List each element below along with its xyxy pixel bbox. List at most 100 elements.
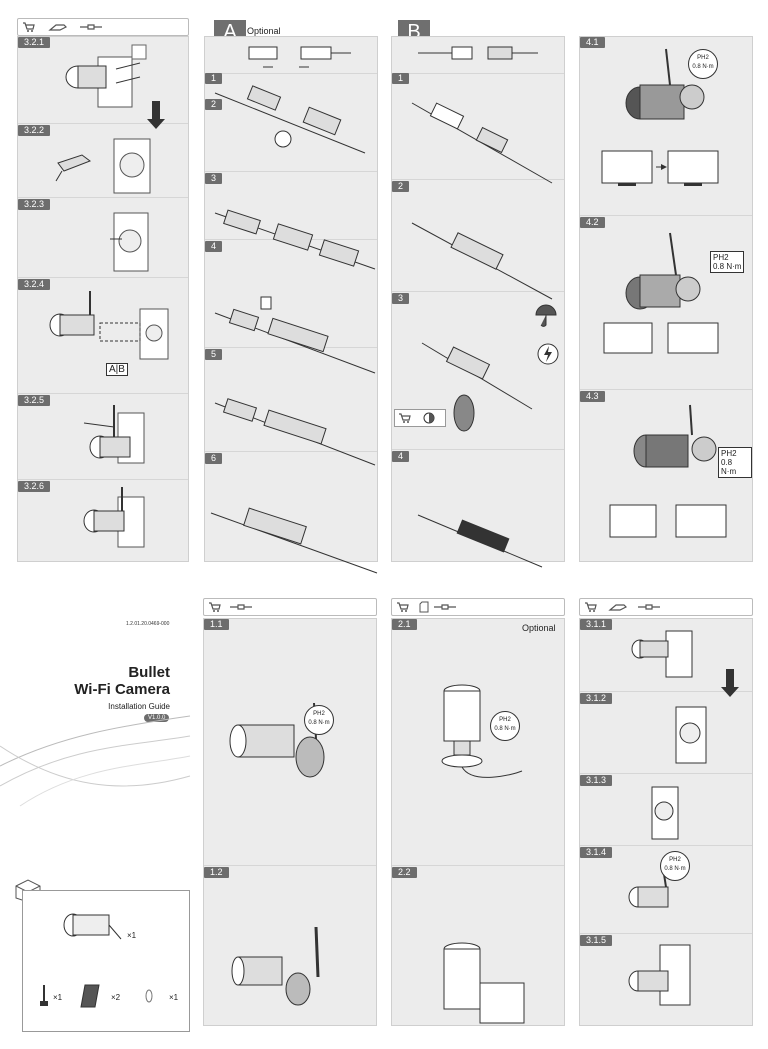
camera-sd-illustration xyxy=(441,684,523,778)
wall-mount-illustration xyxy=(628,630,707,1006)
camera-adjust-illustration-3 xyxy=(609,404,727,538)
step-label: 1.1 xyxy=(204,619,229,630)
step-label: 3.2.5 xyxy=(18,395,51,406)
document-number: 1.2.01.20.0469-000 xyxy=(126,621,170,627)
guide-subtitle: Installation Guide xyxy=(108,702,170,711)
antenna-icon xyxy=(40,985,48,1006)
step-label: 3.2.4 xyxy=(18,279,51,290)
antenna-quantity: ×1 xyxy=(53,993,63,1002)
package-contents-box: ×1 ×1 ×2 ×1 xyxy=(22,890,190,1032)
camera-adjust-illustration-2 xyxy=(603,232,719,354)
screwdriver-icon xyxy=(638,604,660,610)
screwdriver-icon xyxy=(80,24,102,30)
sealant-icon xyxy=(423,412,435,424)
camera-sd-illustration-2 xyxy=(443,942,525,1024)
tools-header-bar-1 xyxy=(203,598,377,616)
camera-wall-illustration-1 xyxy=(83,405,145,464)
version-badge: V1.0.0 xyxy=(144,714,170,722)
drill-icon xyxy=(608,604,628,611)
step-label: 3.2.6 xyxy=(18,481,51,492)
step-label: 4.2 xyxy=(580,217,605,228)
steps-3-2-panel: 3.2.1 3.2.2 3.2.3 3.2.4 3.2.5 3.2.6 A|B xyxy=(17,36,189,562)
screwdriver-icon xyxy=(434,604,456,610)
sd-card-icon xyxy=(419,601,429,613)
step-label: 6 xyxy=(205,453,223,464)
optional-label: Optional xyxy=(522,623,556,633)
step-label: 3.1.3 xyxy=(580,775,613,786)
step-label: 1.2 xyxy=(204,867,229,878)
step-label: 1 xyxy=(205,73,223,84)
camera-antenna-illustration xyxy=(231,926,320,1006)
step-label: 3.1.5 xyxy=(580,935,613,946)
screw-quantity: ×1 xyxy=(169,993,179,1002)
screwdriver-icon xyxy=(230,604,252,610)
cable-assembly-illustration-a xyxy=(210,85,378,574)
step-label: 3 xyxy=(392,293,410,304)
camera-adjust-illustration-1 xyxy=(601,48,719,186)
step-label: 3 xyxy=(205,173,223,184)
arrow-down-icon xyxy=(721,669,739,697)
monitor-before-icon xyxy=(601,150,653,186)
sticker-icon xyxy=(80,984,100,1008)
step-label: 3.2.2 xyxy=(18,125,51,136)
drill-icon xyxy=(48,24,68,31)
section-b-panel: 1 2 3 4 xyxy=(391,36,565,568)
cart-icon xyxy=(397,602,409,612)
camera-icon xyxy=(63,913,122,940)
drill-wall-illustration xyxy=(55,138,151,194)
cart-icon xyxy=(209,602,221,612)
step-label: 3.1.2 xyxy=(580,693,613,704)
step-label: 2.1 xyxy=(392,619,417,630)
step-label: 4.1 xyxy=(580,37,605,48)
ab-connector-label: A|B xyxy=(106,363,128,376)
cart-icon xyxy=(23,22,35,32)
cable-connector-legend-b xyxy=(418,46,538,60)
umbrella-icon xyxy=(535,304,557,327)
bracket-illustration xyxy=(229,702,325,778)
camera-mount-illustration xyxy=(65,44,147,108)
cable-assembly-illustration-b xyxy=(411,102,553,568)
product-title-line2: Wi-Fi Camera xyxy=(74,681,170,698)
screw-icon xyxy=(145,989,153,1003)
sticker-quantity: ×2 xyxy=(111,993,121,1002)
sealant-tools-box xyxy=(394,409,446,427)
step-label: 2.2 xyxy=(392,867,417,878)
anchor-illustration xyxy=(110,212,149,272)
step-label: 3.2.3 xyxy=(18,199,51,210)
cable-connector-legend xyxy=(248,46,351,68)
product-title-line1: Bullet xyxy=(128,664,170,681)
section-a-optional-label: Optional xyxy=(247,26,281,36)
tools-header-bar-3 xyxy=(579,598,753,616)
decorative-waves xyxy=(0,715,191,807)
lightning-icon xyxy=(537,343,559,365)
camera-wall-illustration-2 xyxy=(83,487,145,548)
tools-header-bar xyxy=(17,18,189,36)
step-label: 5 xyxy=(205,349,223,360)
tools-header-bar-2 xyxy=(391,598,565,616)
step-label: 4 xyxy=(392,451,410,462)
step-label: 2 xyxy=(392,181,410,192)
step-label: 4.3 xyxy=(580,391,605,402)
monitor-after-icon xyxy=(667,150,719,186)
step-label: 1 xyxy=(392,73,410,84)
cart-icon xyxy=(399,413,411,423)
step-label: 3.1.1 xyxy=(580,619,613,630)
step-label: 3.2.1 xyxy=(18,37,51,48)
step-label: 2 xyxy=(205,99,223,110)
camera-quantity: ×1 xyxy=(127,931,137,940)
section-a-panel: 1 2 3 4 5 6 xyxy=(204,36,378,574)
step-label: 3.1.4 xyxy=(580,847,613,858)
camera-cable-illustration xyxy=(49,291,169,360)
arrow-down-icon xyxy=(147,101,165,129)
cart-icon xyxy=(585,602,597,612)
